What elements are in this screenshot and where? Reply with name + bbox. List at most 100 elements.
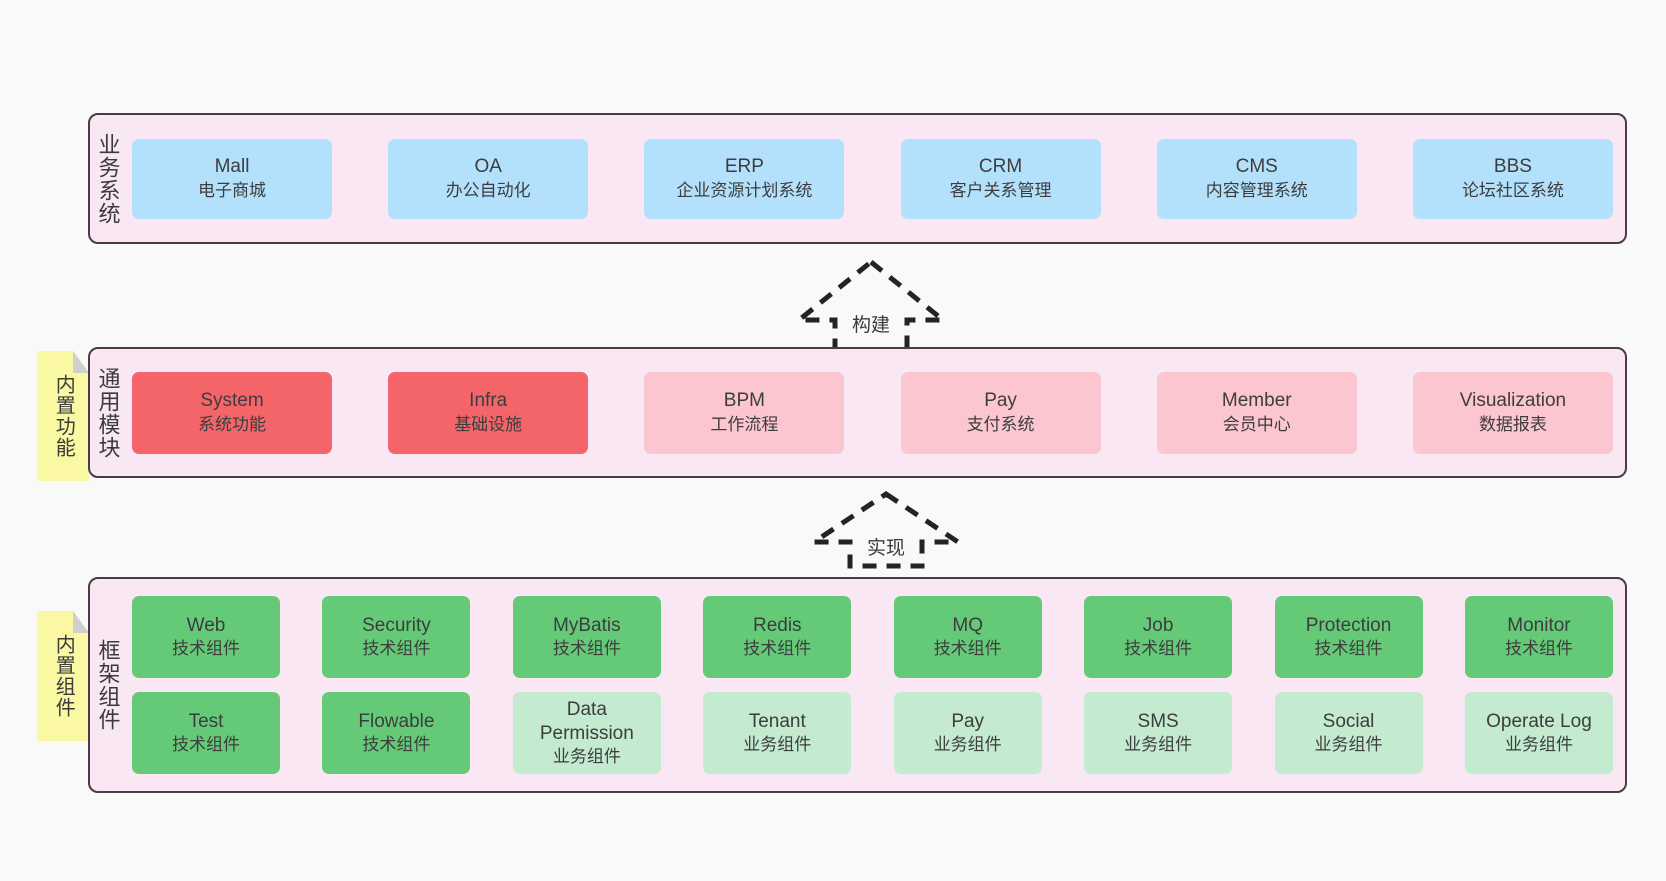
node-title: Data Permission [539, 698, 634, 745]
node-title: Redis [752, 614, 802, 636]
node-title: Mall [214, 156, 250, 178]
node-crm[interactable]: CRM 客户关系管理 [900, 138, 1101, 219]
node-mybatis[interactable]: MyBatis 技术组件 [512, 596, 661, 678]
node-title: Monitor [1507, 614, 1571, 636]
node-pay-component[interactable]: Pay 业务组件 [893, 692, 1042, 774]
node-subtitle: 技术组件 [362, 639, 431, 659]
node-mq[interactable]: MQ 技术组件 [893, 596, 1042, 678]
node-data-permission[interactable]: Data Permission 业务组件 [512, 692, 661, 774]
node-subtitle: 技术组件 [172, 735, 240, 755]
node-subtitle: 业务组件 [933, 735, 1002, 755]
node-title: Flowable [358, 710, 435, 732]
node-title: Security [362, 614, 431, 636]
layer-label-business: 业务系统 [95, 132, 121, 225]
node-system[interactable]: System 系统功能 [132, 371, 332, 454]
node-subtitle: 业务组件 [552, 747, 621, 767]
arrow-implement-shape [805, 490, 967, 569]
node-job[interactable]: Job 技术组件 [1084, 596, 1233, 678]
note-text: 内置功能 [52, 374, 75, 458]
node-row: Test 技术组件 Flowable 技术组件 Data Permission … [132, 692, 1613, 774]
node-row: Mall 电子商城 OA 办公自动化 ERP 企业资源计划系统 CRM 客户关系… [132, 138, 1613, 219]
node-subtitle: 技术组件 [362, 735, 431, 755]
note-fold-corner [73, 611, 89, 633]
node-redis[interactable]: Redis 技术组件 [703, 596, 852, 678]
node-monitor[interactable]: Monitor 技术组件 [1464, 596, 1613, 678]
node-social[interactable]: Social 业务组件 [1274, 692, 1423, 774]
layer-body-framework-component: Web 技术组件 Security 技术组件 MyBatis 技术组件 Redi… [126, 579, 1625, 791]
node-subtitle: 系统功能 [198, 414, 266, 434]
node-subtitle: 工作流程 [710, 414, 779, 434]
node-title: BBS [1493, 156, 1532, 178]
node-title: CMS [1235, 156, 1278, 178]
node-member[interactable]: Member 会员中心 [1156, 371, 1357, 454]
node-subtitle: 业务组件 [1314, 735, 1383, 755]
node-title: OA [474, 156, 502, 178]
node-subtitle: 技术组件 [743, 639, 812, 659]
node-title: Protection [1305, 614, 1392, 636]
layer-body-business: Mall 电子商城 OA 办公自动化 ERP 企业资源计划系统 CRM 客户关系… [126, 115, 1625, 242]
node-row: Web 技术组件 Security 技术组件 MyBatis 技术组件 Redi… [132, 596, 1613, 678]
node-subtitle: 技术组件 [172, 639, 240, 659]
node-operate-log[interactable]: Operate Log 业务组件 [1464, 692, 1613, 774]
node-erp[interactable]: ERP 企业资源计划系统 [644, 138, 845, 219]
node-pay-module[interactable]: Pay 支付系统 [900, 371, 1101, 454]
node-mall[interactable]: Mall 电子商城 [132, 138, 332, 219]
arrow-build: 构建 [791, 258, 951, 359]
node-title: System [200, 390, 264, 412]
node-title: Member [1221, 390, 1292, 412]
node-subtitle: 技术组件 [1124, 639, 1193, 659]
node-title: Test [188, 710, 224, 732]
layer-panel-common-module: 通用模块 System 系统功能 Infra 基础设施 BPM 工作流程 Pay [88, 347, 1627, 478]
node-title: Visualization [1459, 390, 1567, 412]
node-title: ERP [724, 156, 764, 178]
node-title: CRM [978, 156, 1023, 178]
node-title: SMS [1137, 710, 1179, 732]
node-title: Job [1142, 614, 1174, 636]
node-subtitle: 办公自动化 [445, 180, 531, 200]
node-subtitle: 技术组件 [1314, 639, 1383, 659]
node-title: Social [1322, 710, 1375, 732]
node-visualization[interactable]: Visualization 数据报表 [1412, 371, 1613, 454]
node-subtitle: 基础设施 [454, 414, 523, 434]
node-test[interactable]: Test 技术组件 [132, 692, 280, 774]
node-title: Pay [951, 710, 985, 732]
node-subtitle: 电子商城 [198, 180, 266, 200]
node-web[interactable]: Web 技术组件 [132, 596, 280, 678]
node-protection[interactable]: Protection 技术组件 [1274, 596, 1423, 678]
node-title: Infra [469, 390, 508, 412]
node-row: System 系统功能 Infra 基础设施 BPM 工作流程 Pay 支付系统… [132, 371, 1613, 454]
node-subtitle: 企业资源计划系统 [676, 180, 813, 200]
node-infra[interactable]: Infra 基础设施 [388, 371, 589, 454]
node-subtitle: 技术组件 [552, 639, 621, 659]
note-text: 内置组件 [52, 634, 75, 718]
node-subtitle: 支付系统 [966, 414, 1035, 434]
node-subtitle: 会员中心 [1222, 414, 1291, 434]
node-oa[interactable]: OA 办公自动化 [388, 138, 589, 219]
node-title: Web [186, 614, 226, 636]
layer-label-framework-component: 框架组件 [95, 639, 121, 731]
node-sms[interactable]: SMS 业务组件 [1084, 692, 1233, 774]
layer-panel-framework-component: 框架组件 Web 技术组件 Security 技术组件 MyBatis 技术组件… [88, 577, 1627, 793]
node-subtitle: 客户关系管理 [949, 180, 1052, 200]
arrow-implement: 实现 [805, 490, 967, 569]
node-flowable[interactable]: Flowable 技术组件 [322, 692, 471, 774]
node-title: Operate Log [1486, 710, 1592, 732]
node-subtitle: 业务组件 [1504, 735, 1573, 755]
arrow-build-shape [791, 258, 951, 359]
layer-body-common-module: System 系统功能 Infra 基础设施 BPM 工作流程 Pay 支付系统… [126, 349, 1625, 476]
node-title: Tenant [748, 710, 806, 732]
node-security[interactable]: Security 技术组件 [322, 596, 471, 678]
node-title: BPM [723, 390, 765, 412]
layer-label-common-module: 通用模块 [95, 366, 121, 459]
node-tenant[interactable]: Tenant 业务组件 [703, 692, 852, 774]
node-title: MyBatis [553, 614, 621, 636]
node-cms[interactable]: CMS 内容管理系统 [1156, 138, 1357, 219]
node-subtitle: 业务组件 [1124, 735, 1193, 755]
node-subtitle: 技术组件 [933, 639, 1002, 659]
node-subtitle: 内容管理系统 [1205, 180, 1308, 200]
node-bpm[interactable]: BPM 工作流程 [644, 371, 845, 454]
node-subtitle: 数据报表 [1478, 414, 1547, 434]
node-subtitle: 论坛社区系统 [1461, 180, 1564, 200]
node-bbs[interactable]: BBS 论坛社区系统 [1412, 138, 1613, 219]
